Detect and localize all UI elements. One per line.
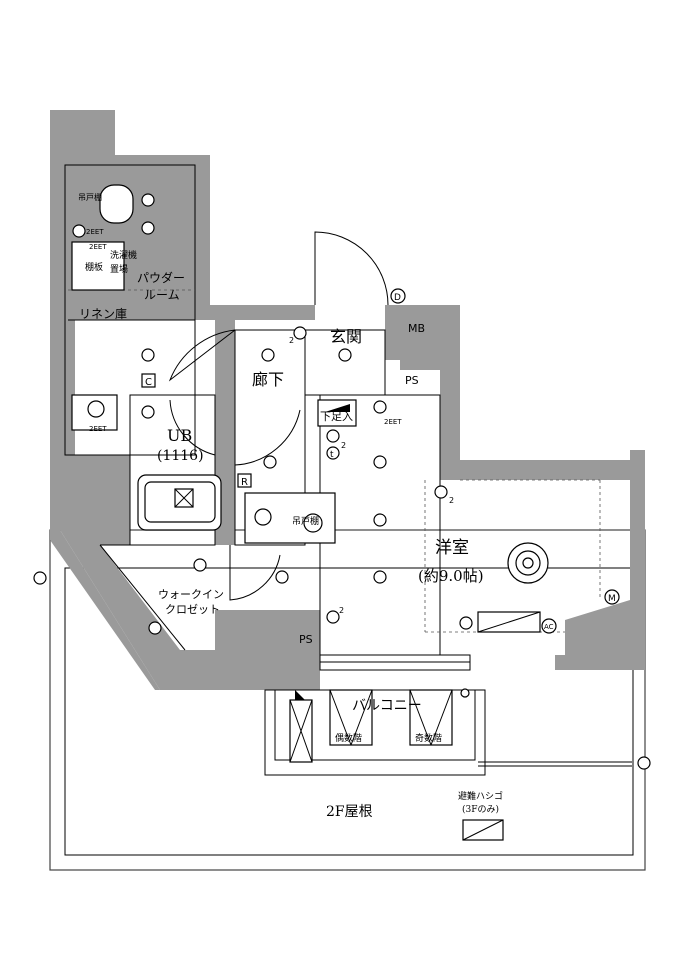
room-label-powder-2: ルーム [144, 288, 180, 302]
room-label-roka: 廊下 [252, 370, 284, 389]
room-label-linen: リネン庫 [79, 307, 127, 321]
washer-label-2: 置場 [110, 263, 128, 275]
roof-outline [49, 529, 646, 871]
t-symbol-label: t [330, 450, 334, 460]
electrical-symbols [72, 193, 620, 698]
room-label-genkan: 玄関 [330, 327, 362, 346]
room-size-youshitsu: (約9.0帖) [418, 567, 484, 585]
room-label-powder-1: パウダー [137, 270, 185, 285]
r-box-label: R [241, 477, 248, 488]
room-size-ub: (1116) [157, 448, 204, 464]
room-label-roof: 2F屋根 [326, 804, 373, 820]
d-symbol-label: D [394, 293, 401, 303]
ps-top-label: PS [405, 374, 419, 387]
fixtures [33, 184, 651, 841]
ladder-label-1: 避難ハシゴ [458, 790, 503, 802]
toilet-icon [99, 184, 134, 224]
eet-label-1: 2EET [86, 228, 104, 236]
kisu-label: 奇数階 [415, 732, 442, 744]
interior-lines [64, 164, 601, 776]
ps-bottom-label: PS [299, 633, 313, 646]
washer-space [71, 241, 125, 291]
washer-label-1: 洗濯機 [110, 249, 137, 261]
tsuritodana-wc-label: 吊戸棚 [78, 192, 102, 202]
ladder-label-2: (3Fのみ) [462, 804, 499, 815]
room-label-walkin-2: クロゼット [165, 603, 220, 616]
labels: 玄関 廊下 洋室 (約9.0帖) UB (1116) パウダー ルーム リネン庫… [78, 192, 616, 820]
shelf-label: 棚板 [85, 261, 103, 273]
eet-label-3: 2EET [384, 418, 402, 426]
num-label-2c: 2 [449, 496, 454, 505]
m-symbol-label: M [608, 594, 616, 604]
mb-label: MB [408, 322, 425, 335]
ac-symbol-label: AC [544, 623, 554, 631]
room-label-walkin-1: ウォークイン [158, 588, 224, 601]
gusu-label: 偶数階 [335, 732, 362, 744]
room-label-ub: UB [167, 426, 192, 445]
roof-inner-outline [64, 567, 634, 856]
door-swings [168, 231, 389, 601]
eet-label-4: 2EET [89, 425, 107, 433]
num-label-2b: 2 [341, 441, 346, 450]
tsuritodana-kitchen-label: 吊戸棚 [292, 515, 319, 527]
eet-label-2: 2EET [89, 243, 107, 251]
room-label-youshitsu: 洋室 [435, 538, 469, 558]
getabako-label: 下足入 [320, 410, 353, 423]
room-label-balcony: バルコニー [352, 698, 422, 714]
num-label-2d: 2 [339, 606, 344, 615]
walls [50, 110, 645, 690]
c-box-label: C [145, 377, 152, 388]
num-label-2a: 2 [289, 336, 294, 345]
